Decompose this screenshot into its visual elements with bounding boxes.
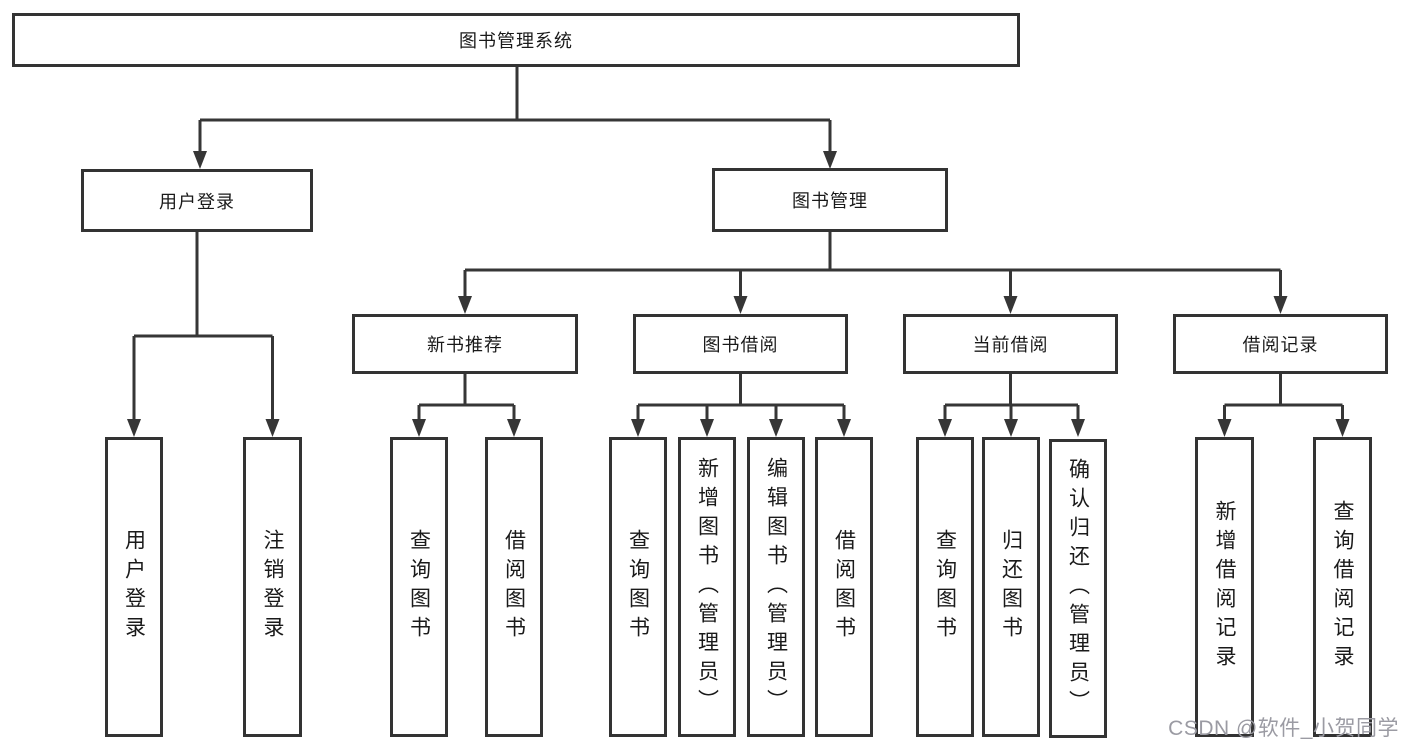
node-current-borrow: 当前借阅 [903, 314, 1118, 374]
leaf-logout: 注销登录 [243, 437, 302, 737]
leaf-borrow-books: 借阅图书 [815, 437, 873, 737]
leaf-add-book-admin: 新增图书（管理员） [678, 437, 736, 737]
node-borrow-records-label: 借阅记录 [1242, 335, 1319, 355]
leaf-logout-label: 注销登录 [261, 529, 284, 645]
leaf-user-login: 用户登录 [105, 437, 163, 737]
node-user-login-label: 用户登录 [159, 191, 235, 212]
leaf-add-borrow-record-label: 新增借阅记录 [1213, 500, 1236, 674]
node-root: 图书管理系统 [12, 13, 1020, 67]
leaf-borrow-books-recommend-label: 借阅图书 [502, 529, 526, 645]
watermark: CSDN @软件_小贺同学 [1168, 717, 1399, 740]
leaf-add-book-admin-label: 新增图书（管理员） [695, 456, 719, 718]
leaf-edit-book-admin-label: 编辑图书（管理员） [764, 456, 788, 718]
node-book-borrow: 图书借阅 [633, 314, 848, 374]
leaf-query-books-current: 查询图书 [916, 437, 974, 737]
leaf-query-borrow-record-label: 查询借阅记录 [1331, 500, 1354, 674]
leaf-query-books-borrow: 查询图书 [609, 437, 667, 737]
leaf-confirm-return-admin: 确认归还（管理员） [1049, 439, 1107, 738]
leaf-query-books-recommend-label: 查询图书 [407, 529, 431, 645]
leaf-query-books-borrow-label: 查询图书 [626, 529, 650, 645]
node-user-login: 用户登录 [81, 169, 313, 232]
node-new-book-recommend-label: 新书推荐 [427, 335, 503, 355]
leaf-return-book-label: 归还图书 [999, 529, 1023, 645]
node-book-borrow-label: 图书借阅 [702, 335, 779, 355]
leaf-add-borrow-record: 新增借阅记录 [1195, 437, 1254, 737]
node-root-label: 图书管理系统 [459, 31, 573, 51]
node-borrow-records: 借阅记录 [1173, 314, 1388, 374]
arrowheads [127, 151, 1350, 437]
node-current-borrow-label: 当前借阅 [972, 335, 1049, 355]
leaf-return-book: 归还图书 [982, 437, 1040, 737]
leaf-query-books-current-label: 查询图书 [933, 529, 957, 645]
leaf-query-books-recommend: 查询图书 [390, 437, 448, 737]
leaf-user-login-label: 用户登录 [122, 529, 146, 645]
node-new-book-recommend: 新书推荐 [352, 314, 578, 374]
leaf-borrow-books-label: 借阅图书 [832, 529, 856, 645]
leaf-confirm-return-admin-label: 确认归还（管理员） [1066, 458, 1090, 719]
leaf-query-borrow-record: 查询借阅记录 [1313, 437, 1372, 737]
node-book-management-label: 图书管理 [792, 191, 868, 211]
leaf-edit-book-admin: 编辑图书（管理员） [747, 437, 805, 737]
node-book-management: 图书管理 [712, 168, 948, 232]
leaf-borrow-books-recommend: 借阅图书 [485, 437, 543, 737]
